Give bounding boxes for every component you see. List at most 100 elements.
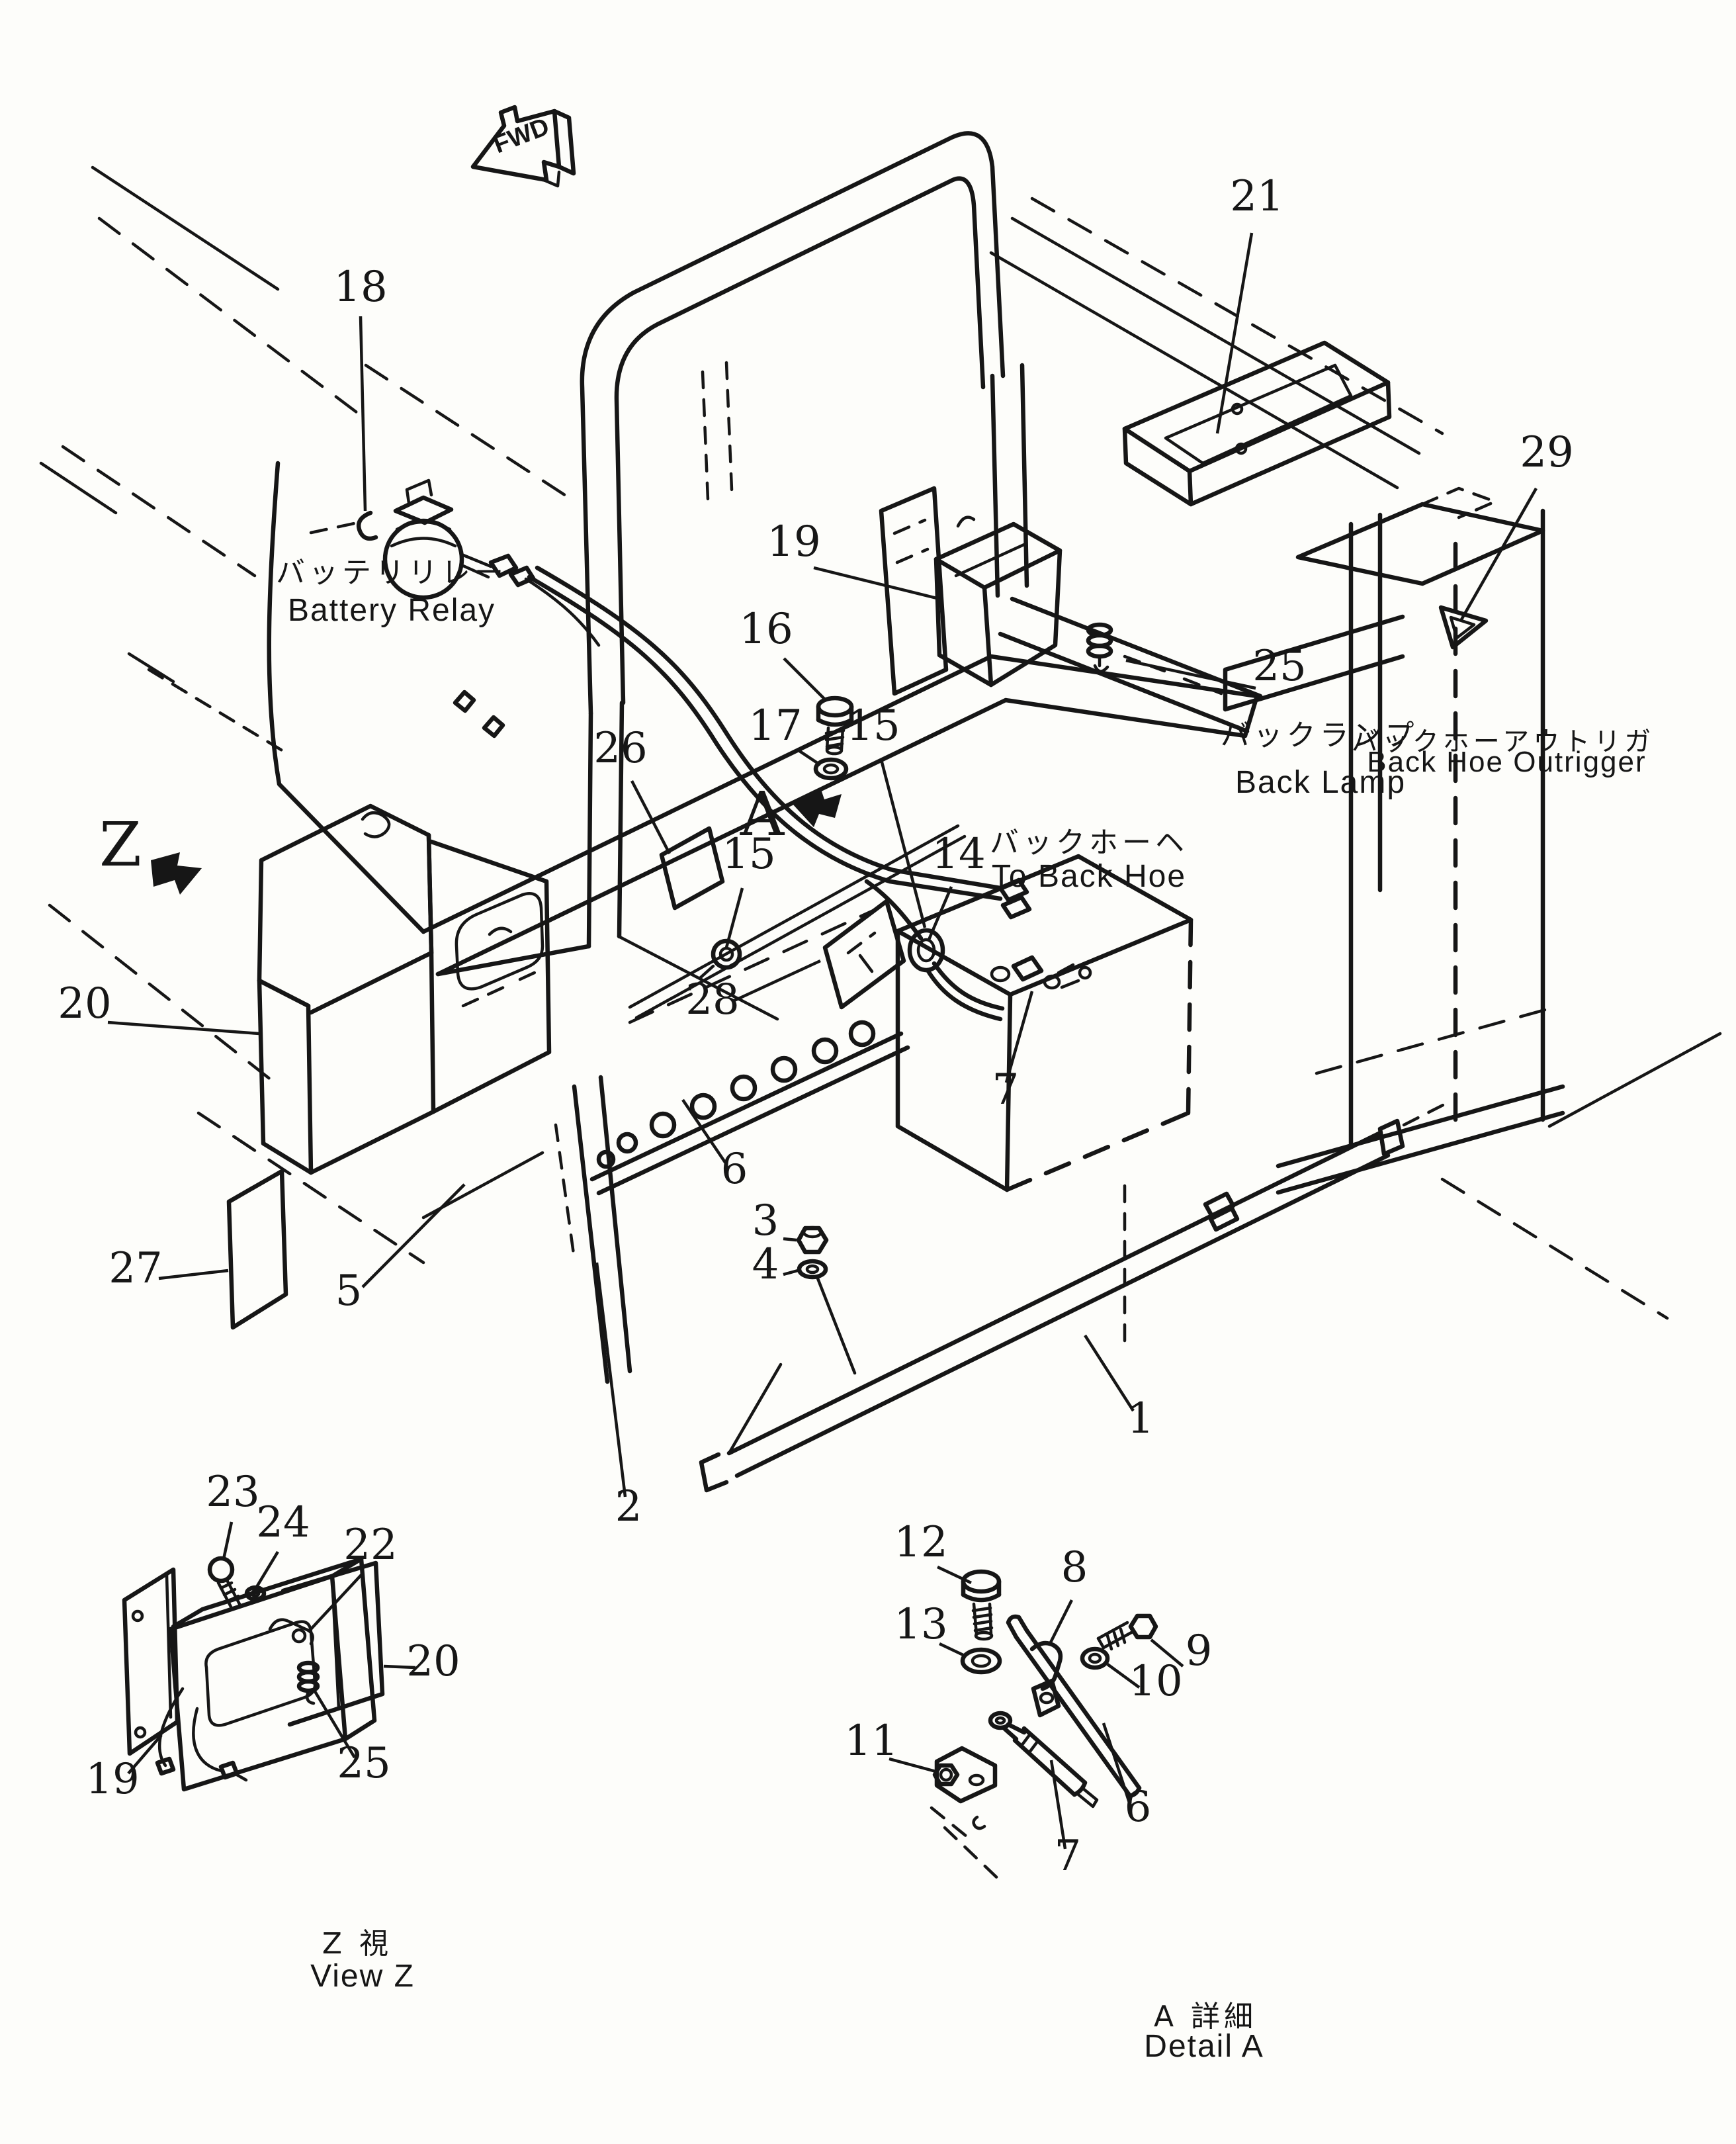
leader-line-29 xyxy=(1459,487,1538,622)
washer-part-24 xyxy=(244,1585,267,1602)
spring-bolt-part-25-viewz xyxy=(296,1660,320,1705)
clamp-part-15 xyxy=(711,938,742,970)
leader-line-5 xyxy=(361,1183,466,1288)
leader-line-20 xyxy=(383,1664,416,1670)
leader-line-2 xyxy=(595,1262,627,1497)
lamp-wires-part-19 xyxy=(155,1687,248,1782)
callout-number-8[interactable]: 8 xyxy=(1061,1543,1088,1592)
fwd-arrow: FWD xyxy=(470,105,576,188)
callout-number-21[interactable]: 21 xyxy=(1230,172,1283,221)
plate-part-26 xyxy=(659,826,725,911)
view-z-label-en: View Z xyxy=(310,1959,415,1994)
rod-part-6-detail xyxy=(1006,1614,1142,1799)
callout-number-27[interactable]: 27 xyxy=(108,1244,162,1293)
callout-number-7[interactable]: 7 xyxy=(992,1065,1020,1114)
leader-line-22 xyxy=(308,1574,363,1632)
callout-number-6[interactable]: 6 xyxy=(1125,1783,1152,1832)
cover-part-20 xyxy=(281,1560,385,1727)
callout-number-18[interactable]: 18 xyxy=(333,263,387,312)
callout-number-20[interactable]: 20 xyxy=(406,1637,460,1686)
leader-line-15 xyxy=(724,887,744,948)
callout-number-9[interactable]: 9 xyxy=(1186,1627,1213,1675)
callout-number-10[interactable]: 10 xyxy=(1129,1657,1182,1706)
callout-number-24[interactable]: 24 xyxy=(256,1498,310,1547)
back-hoe-outrigger-part xyxy=(1223,486,1565,1195)
z-marker-letter: Z xyxy=(99,809,142,880)
leader-line-18 xyxy=(359,316,367,512)
leader-line-25 xyxy=(314,1690,356,1759)
to-back-hoe-label-en: To Back Hoe xyxy=(992,859,1186,894)
callout-number-6[interactable]: 6 xyxy=(721,1145,748,1194)
bolt-part-23 xyxy=(207,1556,241,1610)
leader-line-17 xyxy=(795,748,822,766)
terminal-strip-part-6 xyxy=(596,1020,876,1169)
leader-line-11 xyxy=(889,1757,939,1774)
callout-number-22[interactable]: 22 xyxy=(343,1521,397,1570)
callout-number-13[interactable]: 13 xyxy=(894,1600,947,1649)
callout-number-19[interactable]: 19 xyxy=(767,517,820,566)
callout-number-25[interactable]: 25 xyxy=(1252,642,1306,691)
leader-line-10 xyxy=(1106,1663,1141,1689)
text-annotations: バッテリリレー Battery Relay バックランプ Back Lamp バ… xyxy=(276,556,1655,2064)
callout-number-2[interactable]: 2 xyxy=(615,1482,642,1531)
callout-number-29[interactable]: 29 xyxy=(1520,428,1573,477)
callout-number-26[interactable]: 26 xyxy=(593,724,647,773)
leader-line-14 xyxy=(927,886,953,940)
callout-number-25[interactable]: 25 xyxy=(337,1739,390,1788)
z-direction-arrow-icon xyxy=(151,852,202,895)
leader-line-6 xyxy=(681,1098,727,1165)
bolt-part-16 xyxy=(816,695,854,756)
battery-relay-part xyxy=(309,478,601,647)
leader-line-9 xyxy=(1150,1638,1184,1668)
leader-line-21 xyxy=(1215,232,1254,434)
callout-number-4[interactable]: 4 xyxy=(752,1240,779,1289)
leader-line-4 xyxy=(783,1269,799,1276)
to-back-hoe-label-jp: バックホーヘ xyxy=(990,826,1188,860)
connector-icon xyxy=(482,715,505,738)
callout-number-12[interactable]: 12 xyxy=(894,1518,947,1567)
connector-icon xyxy=(453,690,476,713)
washer-part-13 xyxy=(960,1647,1002,1675)
pivot-part-22 xyxy=(291,1628,307,1644)
a-marker-letter: A xyxy=(740,779,785,850)
callout-number-5[interactable]: 5 xyxy=(335,1267,363,1316)
leader-line-12 xyxy=(937,1565,972,1585)
leader-line-19 xyxy=(813,566,940,601)
leader-line-15 xyxy=(879,759,927,928)
callout-number-15[interactable]: 15 xyxy=(722,830,775,879)
bolt-part-9 xyxy=(1096,1613,1158,1651)
leader-line-8 xyxy=(1047,1599,1074,1646)
callout-number-14[interactable]: 14 xyxy=(932,830,985,879)
nut-part-3 xyxy=(796,1226,829,1255)
leader-line-24 xyxy=(255,1550,279,1588)
view-z-label-jp: Z 視 xyxy=(322,1927,392,1961)
outrigger-label-jp: バックホーアウトリガ xyxy=(1352,727,1655,757)
wiring-harness xyxy=(453,565,1032,1022)
clamp-part-8 xyxy=(1029,1640,1063,1718)
leader-line-13 xyxy=(939,1642,965,1658)
callout-number-19[interactable]: 19 xyxy=(85,1755,139,1804)
view-z-drawing xyxy=(122,1556,385,1792)
leader-line-19 xyxy=(127,1734,163,1775)
callout-number-11[interactable]: 11 xyxy=(844,1717,898,1765)
connector-icon xyxy=(1000,895,1032,920)
washer-part-4 xyxy=(797,1259,857,1375)
view-z-marker: Z xyxy=(99,809,202,895)
callout-number-20[interactable]: 20 xyxy=(58,979,111,1028)
callout-number-1[interactable]: 1 xyxy=(1127,1394,1154,1443)
callout-number-7[interactable]: 7 xyxy=(1055,1832,1082,1881)
callout-number-23[interactable]: 23 xyxy=(206,1468,259,1517)
leader-line-23 xyxy=(222,1521,234,1560)
battery-relay-label-jp: バッテリリレー xyxy=(276,556,507,590)
callout-number-16[interactable]: 16 xyxy=(739,605,793,654)
cable-part-7-detail xyxy=(988,1711,1099,1809)
callout-number-15[interactable]: 15 xyxy=(846,701,900,750)
battery-relay-label-en: Battery Relay xyxy=(288,593,496,628)
leader-line-7 xyxy=(1004,991,1034,1083)
bolt-part-12 xyxy=(961,1569,1002,1641)
callout-number-17[interactable]: 17 xyxy=(748,701,802,750)
callout-number-28[interactable]: 28 xyxy=(685,975,739,1024)
callout-number-3[interactable]: 3 xyxy=(752,1196,779,1245)
